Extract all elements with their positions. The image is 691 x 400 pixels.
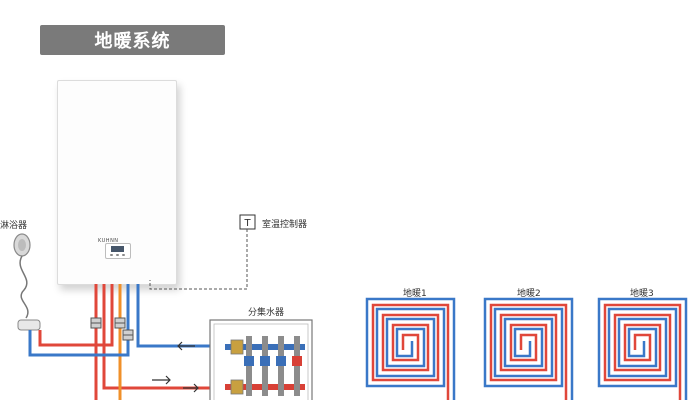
diagram-title: 地暖系统 [40,25,225,55]
boiler-brand-logo: KUHNN [98,238,119,244]
thermostat-label: 室温控制器 [262,220,308,230]
valve [90,317,102,329]
shower-label: 淋浴器 [0,221,28,231]
flow-arrow-return [177,341,195,351]
manifold-outlet [260,336,270,396]
manifold-valve [230,339,244,355]
shower-hot-pipe [38,284,114,347]
floor-heating-coil-3 [597,297,688,400]
cold-water-pipe [28,284,130,357]
boiler-button [110,254,113,256]
thermostat-symbol: T [243,218,251,229]
valve [122,329,134,341]
boiler-button [116,254,119,256]
manifold-outlet [276,336,286,396]
shower-hose [19,255,29,319]
zone-1-label: 地暖1 [403,289,427,299]
floor-heating-coil-1 [365,297,456,400]
boiler-control-panel [105,243,131,259]
floor-heating-coil-2 [483,297,574,400]
manifold-label: 分集水器 [248,308,285,318]
zone-2-label: 地暖2 [517,289,541,299]
zone-3-label: 地暖3 [630,289,654,299]
flow-arrow-supply [152,375,171,385]
thermostat-wire [149,229,248,290]
manifold-valve [230,379,244,395]
shower-head [13,233,31,257]
manifold-outlet [292,336,302,396]
boiler-display-screen [111,246,124,252]
flow-arrow-supply [183,383,199,393]
boiler-button [122,254,125,256]
manifold-cabinet-inner [213,323,309,400]
return-pipe [136,284,210,348]
manifold-outlet [244,336,254,396]
shower-mixer [17,319,41,331]
wall-boiler: KUHNN [57,80,177,285]
valve [114,317,126,329]
